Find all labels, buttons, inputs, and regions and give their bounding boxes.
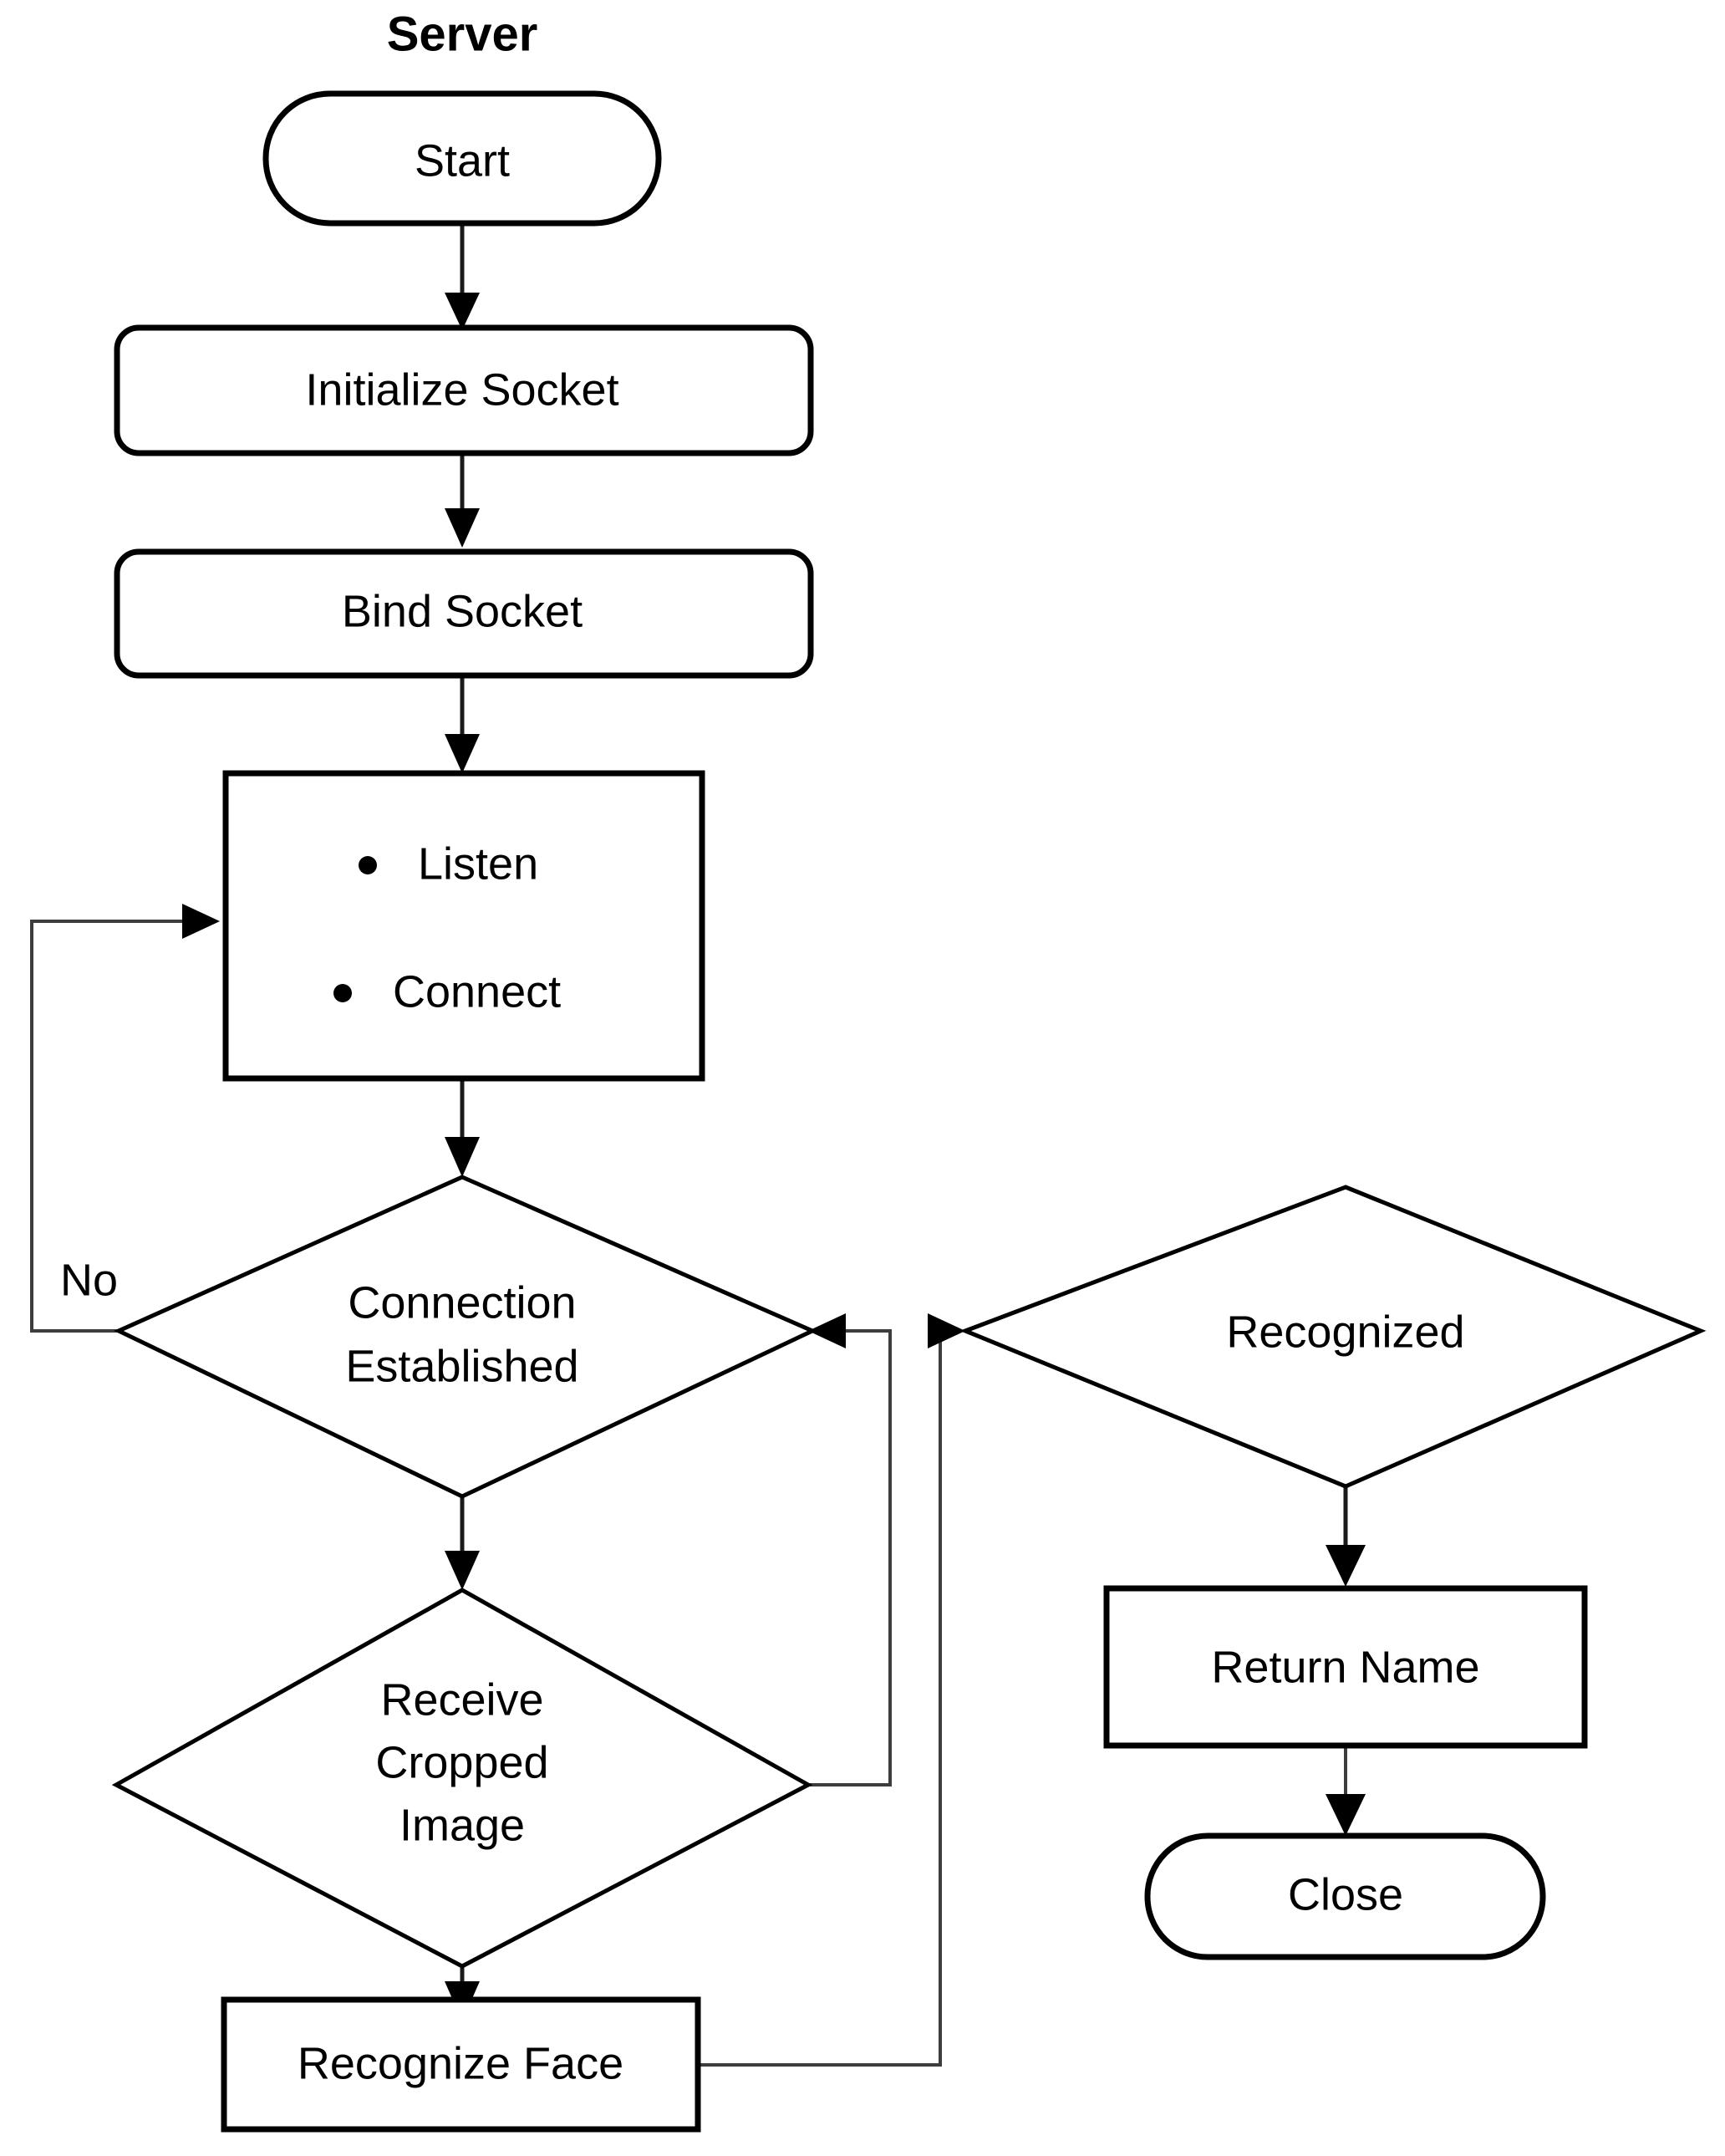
node-listen-connect-bullet-1: Connect <box>393 966 561 1017</box>
node-receive-cropped-image-line-0: Receive <box>380 1674 543 1725</box>
node-close-label: Close <box>1288 1869 1403 1919</box>
node-listen-connect-bullet-0: Listen <box>418 838 538 889</box>
edge-listen-to-connection <box>445 1080 480 1177</box>
edge-recognize-to-recognized <box>698 1313 965 2067</box>
page-title: Server <box>387 7 538 61</box>
edge-recognized-to-return-name <box>1326 1486 1366 1587</box>
edge-init-to-bind <box>445 453 480 548</box>
node-initialize-socket-label: Initialize Socket <box>305 364 618 415</box>
bullet-dot-listen <box>359 856 377 874</box>
node-recognize-face-label: Recognize Face <box>298 2038 623 2088</box>
edge-receive-back-to-connection <box>808 1313 892 1786</box>
node-recognize-face[interactable]: Recognize Face <box>221 1996 701 2133</box>
node-receive-cropped-image-line-2: Image <box>399 1800 525 1850</box>
node-receive-cropped-image-line-1: Cropped <box>375 1737 548 1787</box>
node-return-name[interactable]: Return Name <box>1103 1585 1588 1749</box>
node-start[interactable]: Start <box>262 90 662 227</box>
node-connection-established-line-0: Connection <box>348 1277 576 1328</box>
edge-label-no: No <box>60 1255 118 1305</box>
edge-start-to-init <box>445 223 480 330</box>
node-return-name-label: Return Name <box>1211 1642 1479 1692</box>
node-receive-cropped-image[interactable]: Receive Cropped Image <box>111 1588 813 1969</box>
node-recognized-label: Recognized <box>1226 1307 1464 1357</box>
node-connection-established-line-1: Established <box>345 1341 578 1391</box>
edge-no-feedback-loop <box>30 904 220 1333</box>
edge-bind-to-listen <box>445 673 480 773</box>
node-start-label: Start <box>415 135 510 186</box>
node-initialize-socket[interactable]: Initialize Socket <box>114 324 814 456</box>
node-recognized[interactable]: Recognized <box>959 1185 1707 1489</box>
node-bind-socket[interactable]: Bind Socket <box>114 548 814 679</box>
node-bind-socket-label: Bind Socket <box>342 586 583 636</box>
node-connection-established[interactable]: Connection Established <box>114 1175 818 1499</box>
bullet-dot-connect <box>333 984 352 1002</box>
node-listen-connect[interactable]: Listen Connect <box>222 770 705 1082</box>
node-close[interactable]: Close <box>1144 1832 1546 1960</box>
edge-return-name-to-close <box>1326 1746 1366 1836</box>
edge-connection-to-receive <box>445 1496 480 1590</box>
